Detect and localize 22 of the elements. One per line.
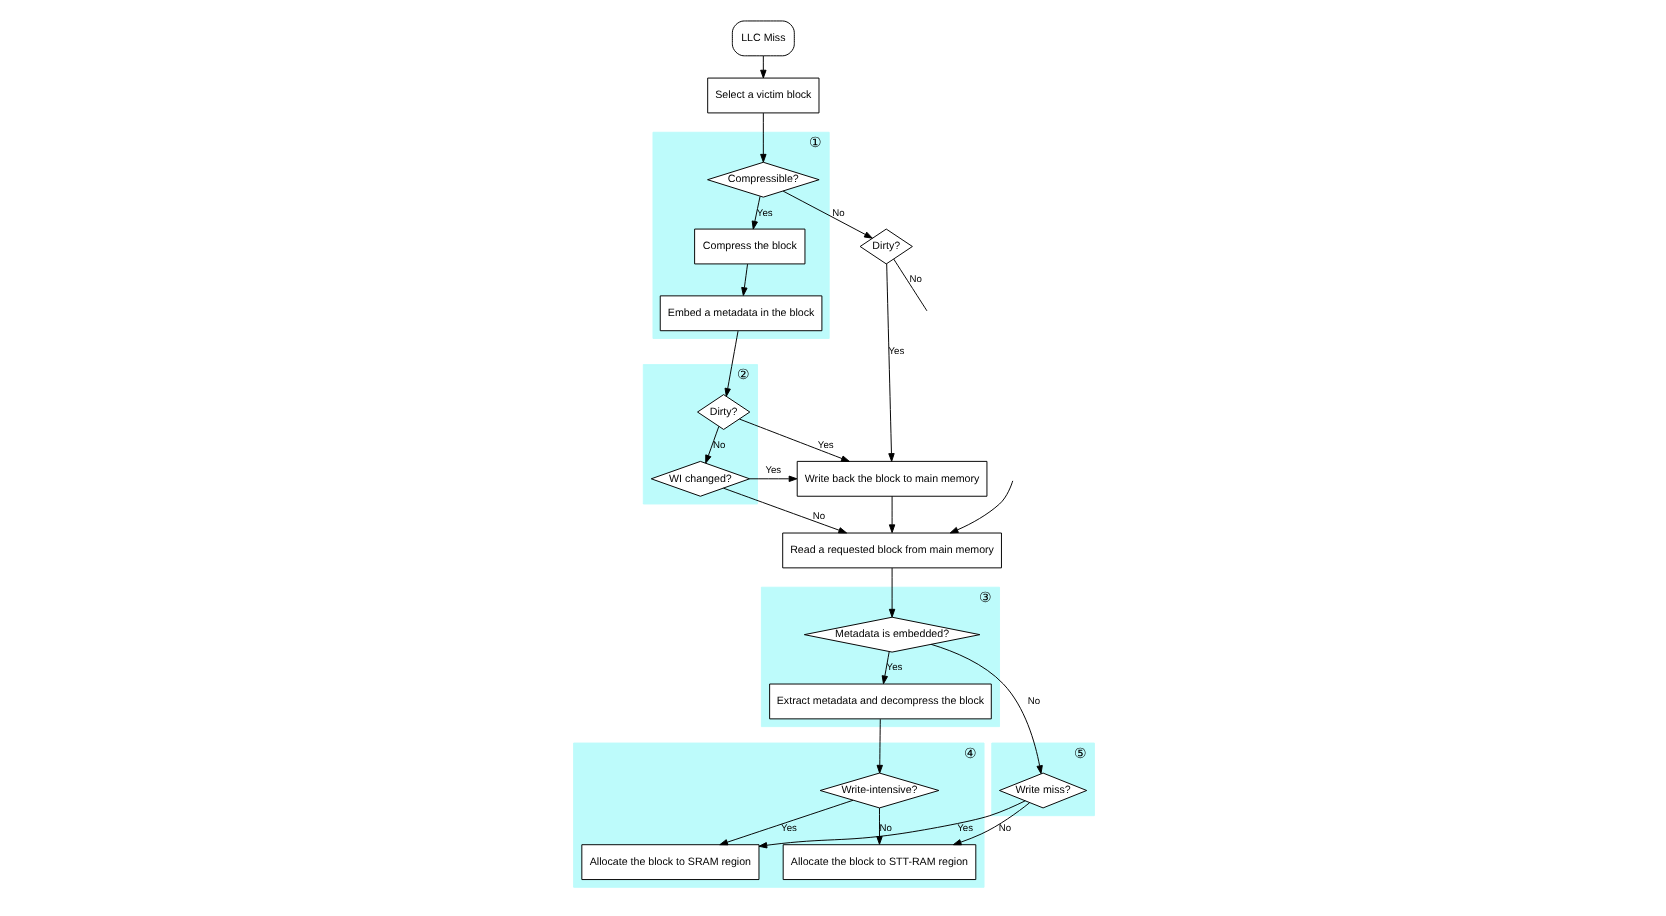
arrow — [757, 800, 1025, 849]
connector — [892, 258, 927, 312]
arrow — [948, 480, 1013, 534]
arrow — [738, 418, 849, 462]
arrow — [759, 112, 766, 163]
arrow — [951, 802, 1030, 846]
arrow — [929, 643, 1042, 774]
arrow — [759, 55, 766, 79]
arrow — [750, 195, 760, 230]
arrow — [740, 263, 748, 296]
arrow — [875, 718, 882, 774]
arrow — [885, 263, 894, 462]
arrow — [781, 190, 872, 239]
arrow — [718, 799, 853, 846]
arrow — [875, 807, 882, 845]
arrow — [887, 495, 895, 534]
arrow — [748, 475, 797, 482]
arrow — [704, 425, 719, 464]
arrow — [880, 651, 889, 685]
arrow — [887, 567, 895, 618]
arrow — [723, 330, 738, 397]
arrow — [722, 487, 847, 534]
